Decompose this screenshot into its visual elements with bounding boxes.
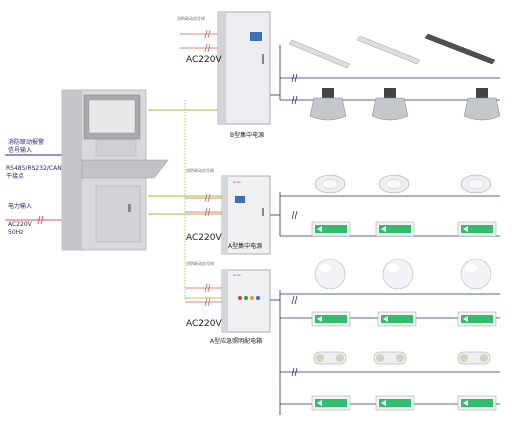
- b-cabinet-title: B型集中电源: [230, 132, 265, 139]
- distribution-supply-label: AC220V: [186, 319, 222, 329]
- distribution-signal-label: 消防联动信号线: [186, 261, 214, 266]
- downlight: [460, 174, 492, 194]
- globe-light: [460, 258, 492, 290]
- tube-light: [424, 33, 496, 65]
- globe-light: [314, 258, 346, 290]
- a-cabinet-supply-label: AC220V: [186, 233, 222, 243]
- indicator-green: [244, 296, 248, 300]
- console-cabinet-door: [95, 185, 141, 243]
- a-cabinet-brand: Acrel: [233, 180, 241, 184]
- indicator-red: [238, 296, 242, 300]
- b-cabinet-supply-label: AC220V: [186, 55, 222, 65]
- power-voltage-label: AC220V: [8, 221, 32, 228]
- power-input-label: 电力输入: [8, 203, 33, 210]
- exit-sign: [377, 311, 417, 327]
- control-console: [61, 89, 169, 251]
- high-bay-light: [463, 88, 501, 121]
- cabinet-display: [235, 196, 245, 203]
- console-screen: [88, 99, 136, 134]
- b-type-central-power-cabinet: [217, 11, 271, 125]
- exit-sign: [311, 221, 351, 237]
- tube-light: [356, 35, 421, 65]
- exit-sign: [311, 311, 351, 327]
- twin-spot-emergency-light: [457, 351, 491, 365]
- exit-sign: [375, 395, 415, 411]
- a-cabinet-title: A型集中电源: [228, 243, 263, 250]
- a-type-central-power-cabinet: [221, 175, 271, 255]
- rs485-input-label: RS485/RS232/CAN: [6, 165, 62, 172]
- cabinet-display: [250, 32, 262, 41]
- a-type-emergency-distribution-box: [221, 269, 271, 333]
- console-desk: [81, 159, 169, 179]
- dry-contact-label: 干接点: [6, 173, 25, 180]
- fire-linkage-input-label-2: 信号输入: [8, 147, 33, 154]
- exit-sign: [375, 221, 415, 237]
- a-cabinet-signal-label: 消防联动信号线: [186, 168, 214, 173]
- exit-sign: [457, 395, 497, 411]
- power-input-mark: [40, 215, 44, 225]
- twin-spot-emergency-light: [373, 351, 407, 365]
- high-bay-light: [371, 88, 409, 121]
- high-bay-light: [309, 88, 347, 121]
- exit-sign: [457, 221, 497, 237]
- twin-spot-emergency-light: [313, 351, 347, 365]
- power-frequency-label: 50Hz: [8, 229, 24, 236]
- fire-linkage-input-label: 消防联动报警: [8, 139, 45, 146]
- power-input-mark: [37, 215, 41, 225]
- indicator-blue: [256, 296, 260, 300]
- downlight: [378, 174, 410, 194]
- exit-sign: [311, 395, 351, 411]
- globe-light: [382, 258, 414, 290]
- tube-light: [288, 39, 351, 69]
- exit-sign: [457, 311, 497, 327]
- distribution-brand: Acrel: [233, 273, 241, 277]
- b-cabinet-signal-label: 消防联动信号线: [177, 16, 205, 21]
- distribution-title: A型应急照明配电箱: [210, 338, 263, 345]
- indicator-yellow: [250, 296, 254, 300]
- downlight: [314, 174, 346, 194]
